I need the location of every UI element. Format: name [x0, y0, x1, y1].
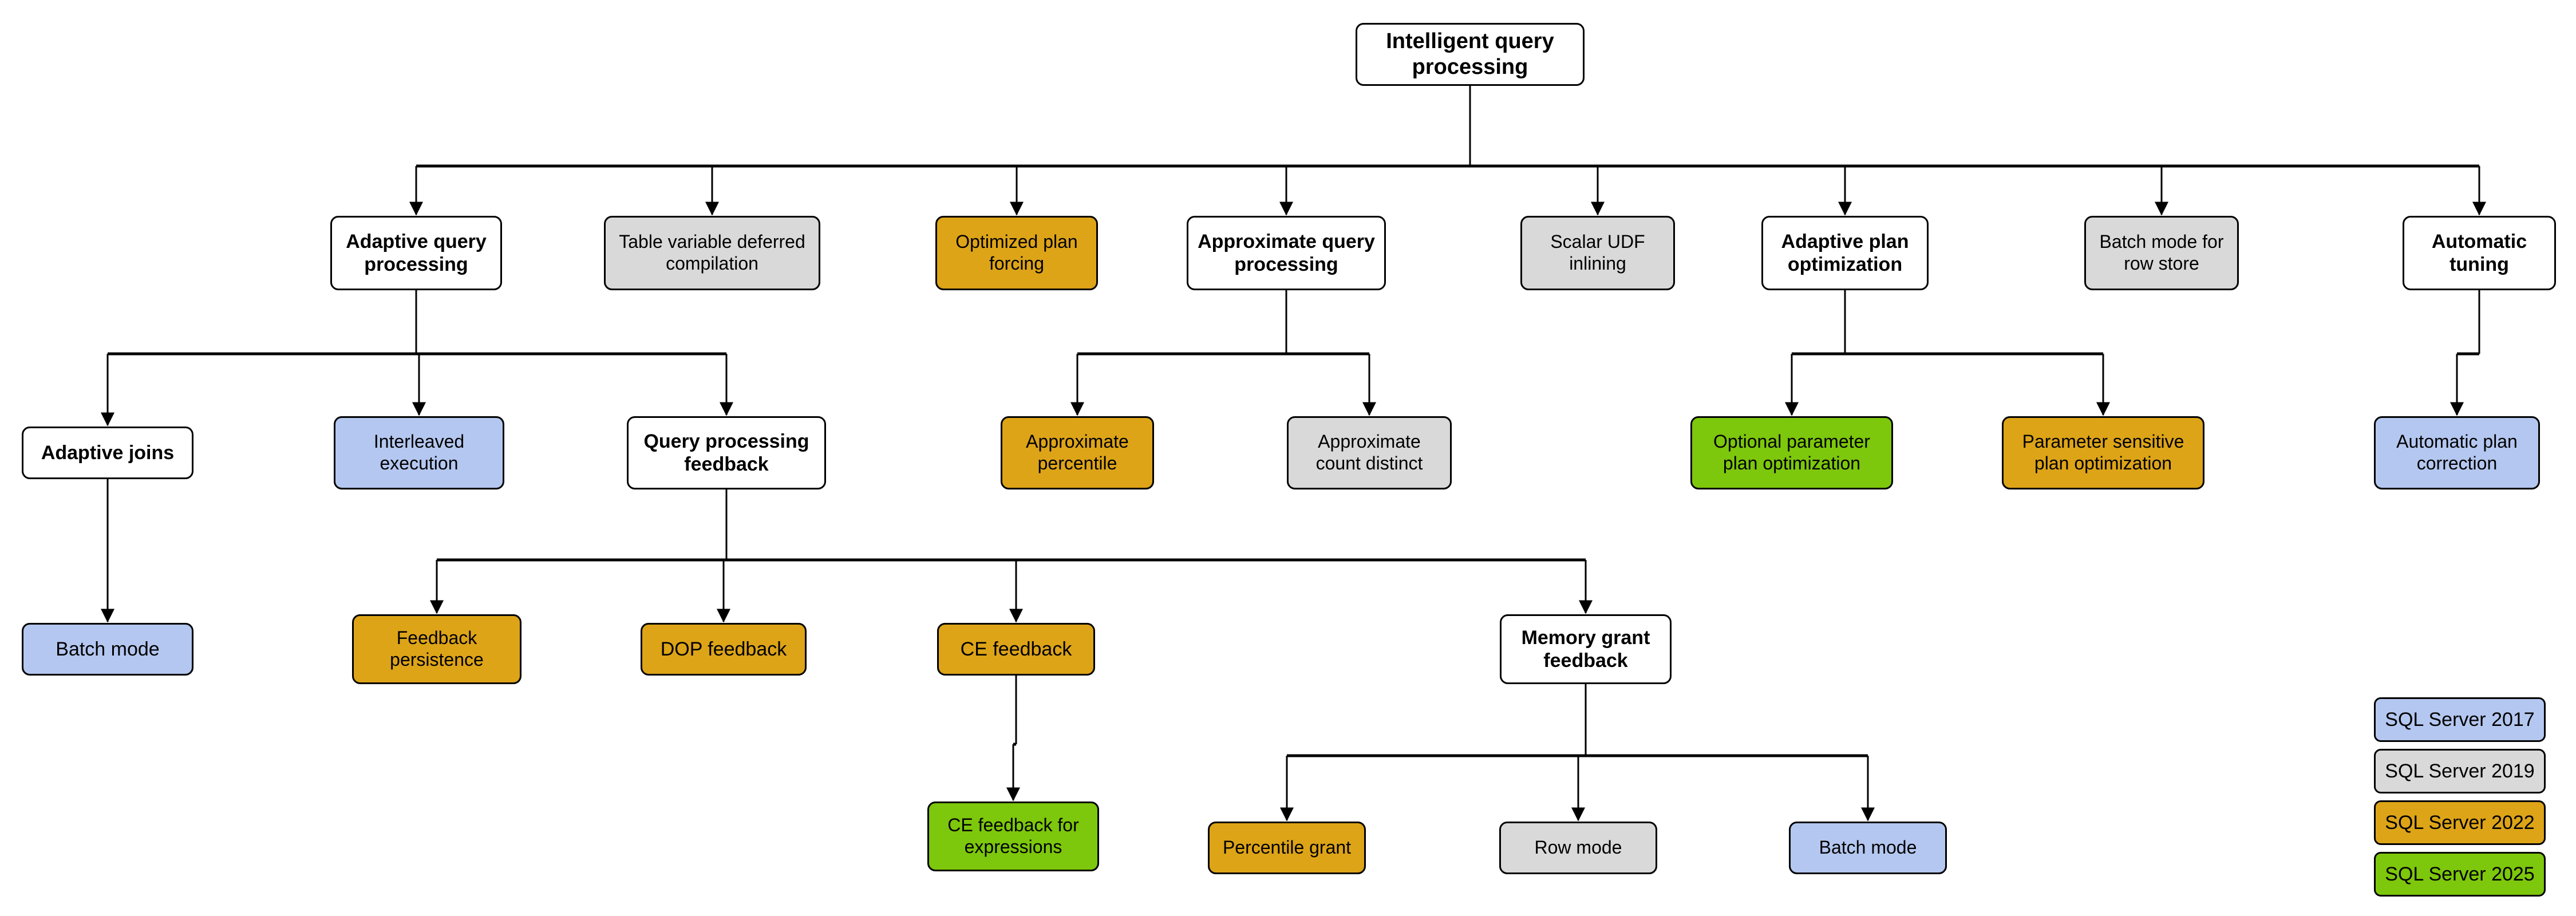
- node-root[interactable]: Intelligent query processing: [1356, 23, 1585, 86]
- node-label: CE feedback: [960, 638, 1072, 660]
- node-udf[interactable]: Scalar UDF inlining: [1520, 216, 1675, 290]
- node-label: Automatic tuning: [2431, 230, 2527, 275]
- node-adaptivejoins[interactable]: Adaptive joins: [22, 427, 193, 479]
- node-label: Approximate query processing: [1198, 230, 1375, 275]
- node-batchmode2[interactable]: Batch mode: [1789, 822, 1947, 874]
- node-aqp[interactable]: Adaptive query processing: [330, 216, 502, 290]
- node-label: Feedback persistence: [390, 627, 484, 670]
- node-label: Optimized plan forcing: [955, 231, 1078, 274]
- node-cefeedback[interactable]: CE feedback: [937, 623, 1095, 676]
- node-label: Table variable deferred compilation: [619, 231, 805, 274]
- node-batchmode1[interactable]: Batch mode: [22, 623, 193, 676]
- legend-item-label: SQL Server 2022: [2385, 811, 2535, 834]
- node-label: Batch mode for row store: [2099, 231, 2224, 274]
- node-tvdc[interactable]: Table variable deferred compilation: [604, 216, 820, 290]
- node-rowmode[interactable]: Row mode: [1499, 822, 1657, 874]
- node-approxcd[interactable]: Approximate count distinct: [1287, 416, 1452, 489]
- node-label: Interleaved execution: [373, 431, 465, 473]
- legend-item-label: SQL Server 2019: [2385, 760, 2535, 782]
- node-label: Scalar UDF inlining: [1550, 231, 1645, 274]
- legend-item-sql2019: SQL Server 2019: [2374, 749, 2546, 793]
- node-label: Optional parameter plan optimization: [1713, 431, 1870, 473]
- node-approxqp[interactable]: Approximate query processing: [1187, 216, 1386, 290]
- node-opf[interactable]: Optimized plan forcing: [935, 216, 1098, 290]
- node-label: Intelligent query processing: [1386, 29, 1554, 79]
- node-pspo[interactable]: Parameter sensitive plan optimization: [2002, 416, 2204, 489]
- legend-item-label: SQL Server 2025: [2385, 863, 2535, 885]
- node-feedbackpers[interactable]: Feedback persistence: [352, 614, 521, 684]
- node-interleaved[interactable]: Interleaved execution: [334, 416, 504, 489]
- node-cefe[interactable]: CE feedback for expressions: [927, 802, 1099, 871]
- node-qpf[interactable]: Query processing feedback: [627, 416, 826, 489]
- node-mgf[interactable]: Memory grant feedback: [1500, 614, 1672, 684]
- node-label: Batch mode: [1819, 837, 1917, 858]
- legend-item-sql2025: SQL Server 2025: [2374, 852, 2546, 897]
- node-approxpct[interactable]: Approximate percentile: [1001, 416, 1154, 489]
- node-autotune[interactable]: Automatic tuning: [2403, 216, 2556, 290]
- node-apc[interactable]: Automatic plan correction: [2374, 416, 2540, 489]
- node-oppo[interactable]: Optional parameter plan optimization: [1690, 416, 1893, 489]
- node-pctgrant[interactable]: Percentile grant: [1208, 822, 1366, 874]
- node-label: Percentile grant: [1222, 837, 1352, 858]
- node-label: Adaptive plan optimization: [1781, 230, 1909, 275]
- legend-item-label: SQL Server 2017: [2385, 708, 2535, 731]
- node-label: Batch mode: [56, 638, 160, 660]
- node-label: Approximate percentile: [1026, 431, 1129, 473]
- node-label: Approximate count distinct: [1315, 431, 1423, 473]
- node-label: Adaptive joins: [41, 441, 175, 464]
- node-label: DOP feedback: [660, 638, 787, 660]
- legend-item-sql2022: SQL Server 2022: [2374, 800, 2546, 845]
- node-label: Row mode: [1534, 837, 1622, 858]
- node-dopfeedback[interactable]: DOP feedback: [641, 623, 807, 676]
- legend-item-sql2017: SQL Server 2017: [2374, 697, 2546, 742]
- node-label: Memory grant feedback: [1521, 626, 1650, 672]
- node-label: Adaptive query processing: [346, 230, 487, 275]
- node-label: Automatic plan correction: [2396, 431, 2518, 473]
- node-label: Query processing feedback: [643, 430, 809, 475]
- node-label: Parameter sensitive plan optimization: [2022, 431, 2184, 473]
- node-bmrs[interactable]: Batch mode for row store: [2084, 216, 2239, 290]
- node-label: CE feedback for expressions: [947, 815, 1079, 857]
- node-apo[interactable]: Adaptive plan optimization: [1761, 216, 1929, 290]
